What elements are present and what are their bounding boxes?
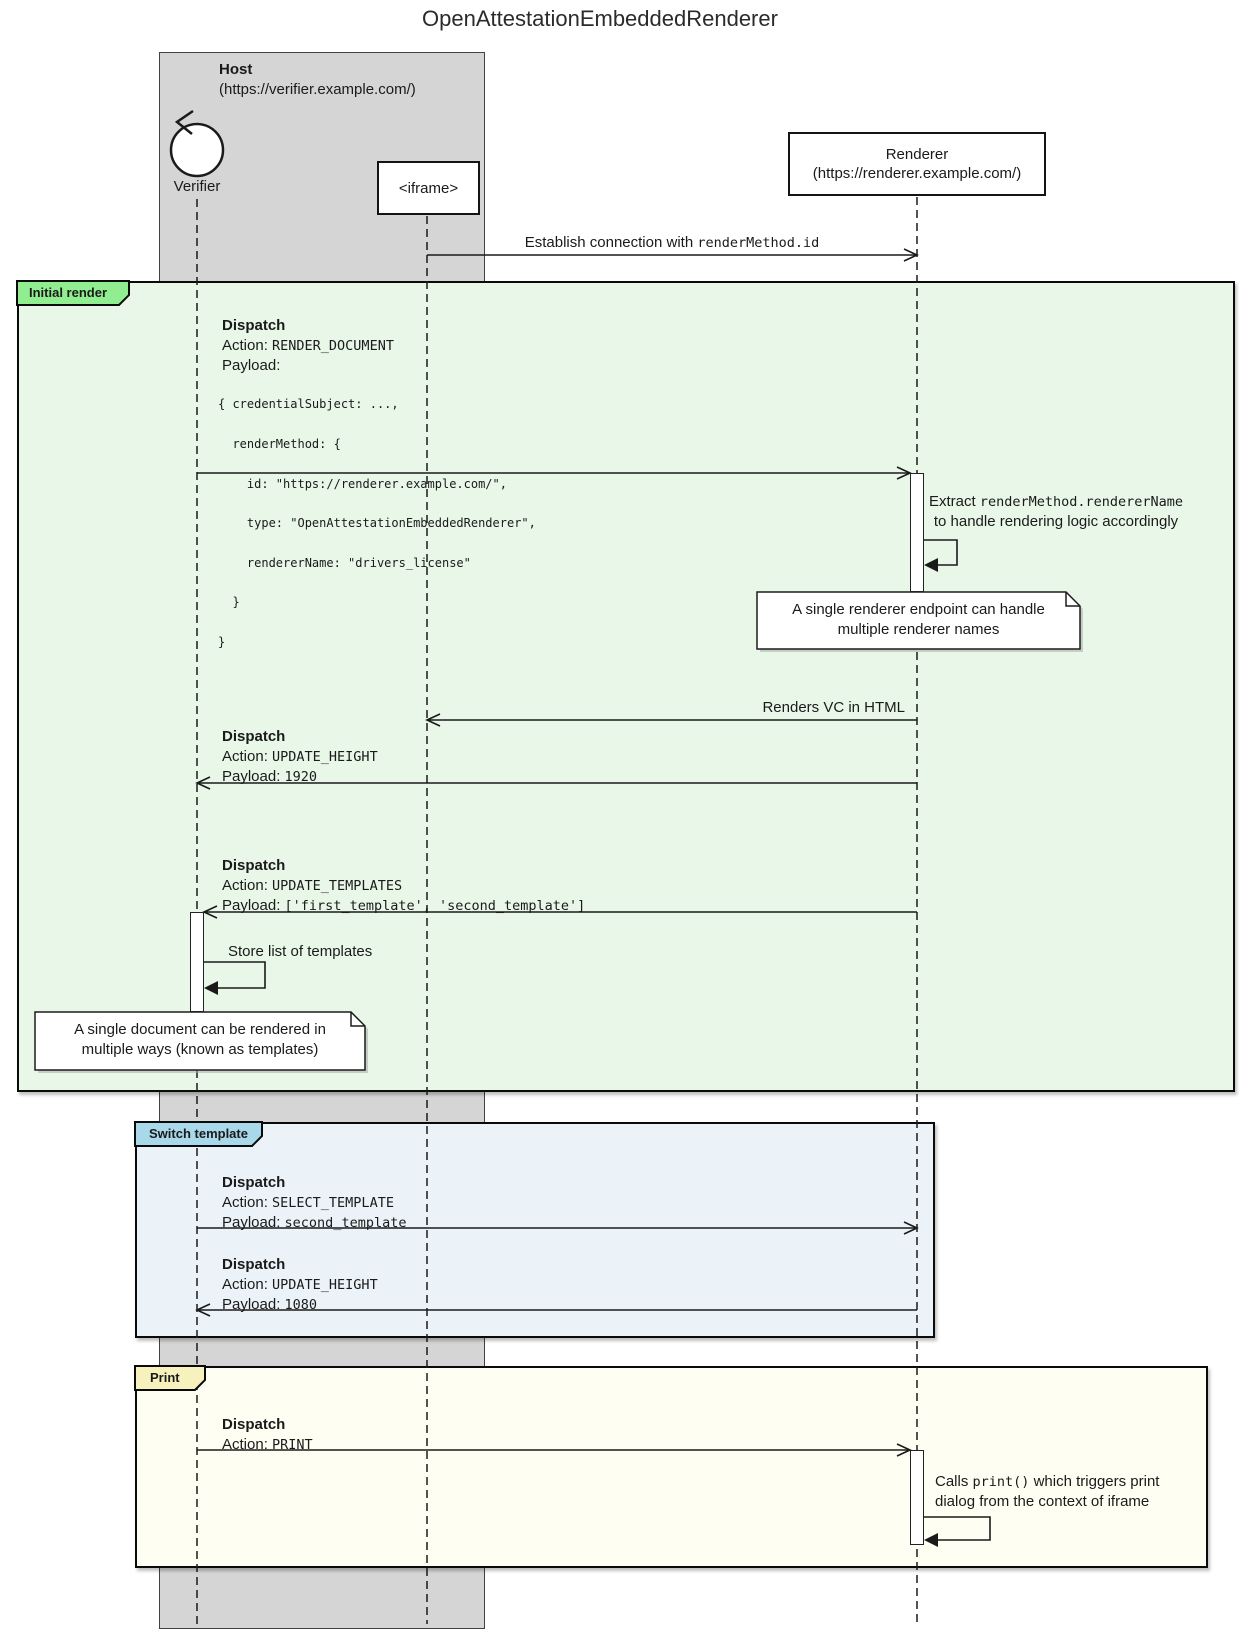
- msg-update-height-1: Dispatch Action: UPDATE_HEIGHT Payload: …: [222, 728, 378, 785]
- frame-tabs: [16, 280, 263, 1391]
- msg-update-height-2: Dispatch Action: UPDATE_HEIGHT Payload: …: [222, 1256, 378, 1313]
- renderer-note-shape: [756, 591, 1081, 650]
- msg-renders-vc: Renders VC in HTML: [762, 699, 905, 716]
- iframe-label: <iframe>: [398, 179, 459, 197]
- renderer-activation-1: [910, 473, 924, 592]
- note-renderer-endpoint: A single renderer endpoint can handle mu…: [792, 601, 1045, 638]
- iframe-participant: <iframe>: [377, 161, 480, 215]
- host-name: Host: [219, 61, 253, 78]
- host-url: (https://verifier.example.com/): [219, 81, 416, 98]
- frame-print: [135, 1366, 1208, 1568]
- msg-calls-print: Calls print() which triggers print dialo…: [935, 1473, 1160, 1510]
- switch-template-tab-label: Switch template: [149, 1126, 248, 1141]
- self-message-arrowheads: [204, 558, 938, 1547]
- establish-code: renderMethod.id: [697, 235, 820, 251]
- extract-loop: [924, 539, 958, 566]
- verifier-activation: [190, 912, 204, 1012]
- msg-print: Dispatch Action: PRINT: [222, 1416, 313, 1453]
- renderer-name: Renderer: [885, 146, 949, 163]
- msg-store-templates: Store list of templates: [228, 943, 373, 960]
- msg-render-document: Dispatch Action: RENDER_DOCUMENT Payload…: [222, 316, 394, 376]
- msg-establish-connection: Establish connection with renderMethod.i…: [427, 233, 917, 253]
- frame-switch-template: [135, 1122, 935, 1338]
- diagram-title: OpenAttestationEmbeddedRenderer: [422, 6, 778, 31]
- initial-render-tab-label: Initial render: [29, 285, 108, 300]
- self-message-loops: [204, 539, 991, 1541]
- templates-note-shape: [34, 1011, 366, 1071]
- verifier-control-actor-icon: [169, 109, 225, 178]
- calls-print-loop: [924, 1516, 991, 1541]
- payload-label: Payload:: [222, 357, 281, 374]
- msg-extract-renderer-name: Extract renderMethod.rendererName to han…: [928, 493, 1184, 530]
- message-arrows: [195, 248, 919, 1457]
- payload-json: { credentialSubject: ..., renderMethod: …: [218, 397, 536, 650]
- frame-initial-render: [17, 281, 1235, 1092]
- print-tab-label: Print: [150, 1370, 180, 1385]
- switch-template-tab: [134, 1121, 263, 1147]
- notes-layer: [34, 591, 1083, 1073]
- verifier-actor-label: Verifier: [173, 178, 221, 195]
- action-line: Action: RENDER_DOCUMENT: [222, 337, 394, 354]
- store-loop: [204, 961, 266, 989]
- establish-text: Establish connection with: [524, 234, 698, 251]
- renderer-activation-2: [910, 1450, 924, 1545]
- initial-render-tab: [16, 280, 130, 306]
- renderer-url: (https://renderer.example.com/): [812, 165, 1022, 182]
- renderer-participant: Renderer (https://renderer.example.com/): [788, 132, 1046, 196]
- msg-update-templates: Dispatch Action: UPDATE_TEMPLATES Payloa…: [222, 857, 586, 914]
- host-label: Host (https://verifier.example.com/): [219, 60, 416, 100]
- msg-select-template: Dispatch Action: SELECT_TEMPLATE Payload…: [222, 1174, 407, 1231]
- note-multiple-templates: A single document can be rendered in mul…: [74, 1021, 326, 1058]
- print-tab: [134, 1365, 206, 1391]
- dispatch-title: Dispatch: [222, 317, 286, 334]
